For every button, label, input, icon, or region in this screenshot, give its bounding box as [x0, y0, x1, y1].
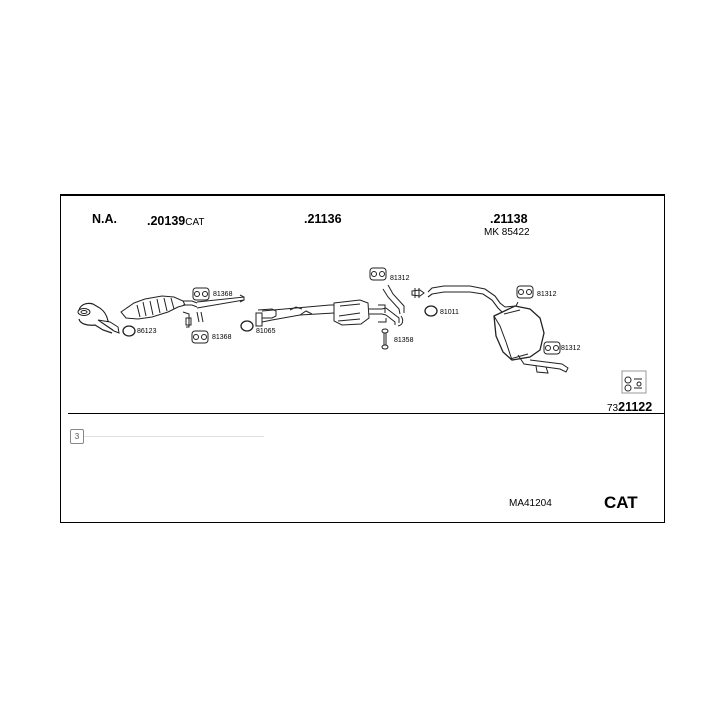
catalytic-converter — [120, 294, 245, 320]
rear-part-number: .21138 — [490, 212, 528, 226]
part-label-81011: 81011 — [440, 309, 459, 316]
variant-label: N.A. — [92, 212, 117, 226]
front-part-suffix: CAT — [185, 217, 205, 228]
kit-number-prefix: 73 — [607, 403, 619, 414]
pipe-clamp — [411, 288, 425, 298]
rear-silencer — [493, 305, 569, 374]
front-downpipe — [77, 302, 120, 334]
hanger-81312-c — [543, 341, 561, 355]
front-part-number: .20139 — [147, 214, 186, 228]
part-label-81312-b: 81312 — [537, 291, 557, 298]
page-reference-tab: 3 — [70, 429, 84, 444]
hanger-81312-b — [516, 285, 534, 299]
frame-top-border — [60, 194, 665, 196]
rear-part-kit: MK 85422 — [484, 227, 530, 238]
part-label-81358: 81358 — [394, 337, 414, 344]
page-reference-line — [84, 436, 264, 437]
hanger-81368-bottom — [191, 330, 209, 344]
part-label-81312-a: 81312 — [390, 275, 410, 282]
bolt-81358 — [381, 328, 389, 350]
gasket-81011 — [424, 305, 438, 317]
middle-pipe — [255, 284, 405, 327]
kit-number: 21122 — [618, 400, 653, 414]
hanger-81312-a — [369, 267, 387, 281]
part-label-81065: 81065 — [256, 328, 276, 335]
part-label-81312-c: 81312 — [561, 345, 581, 352]
diagram-frame — [60, 194, 665, 523]
front-part-label: .20139CAT — [147, 213, 205, 229]
section-separator — [68, 413, 665, 414]
kit-number-label: 7321122 — [607, 399, 652, 415]
mounting-kit-icon — [621, 370, 647, 394]
middle-part-number: .21136 — [304, 212, 342, 226]
part-label-86123: 86123 — [137, 328, 157, 335]
gasket-86123 — [122, 325, 136, 337]
gasket-81065 — [240, 320, 254, 332]
model-code: MA41204 — [509, 498, 552, 509]
part-label-81368-bottom: 81368 — [212, 334, 232, 341]
part-label-81368-top: 81368 — [213, 291, 233, 298]
hanger-81368-top — [192, 287, 210, 301]
cat-badge: CAT — [604, 493, 638, 512]
